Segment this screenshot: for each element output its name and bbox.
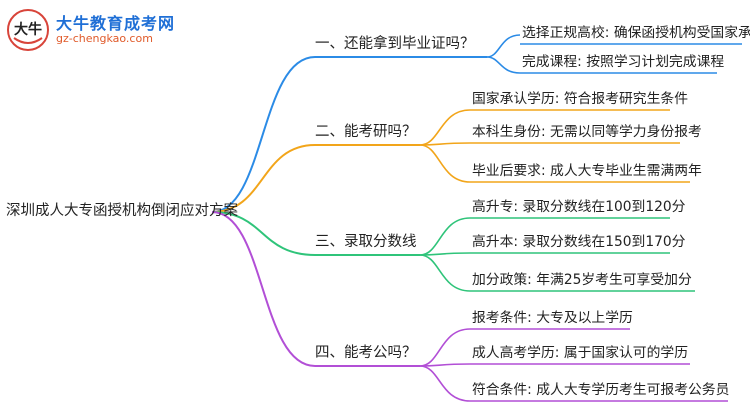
connector-b3-leaf1 — [419, 217, 471, 256]
branch-diploma: 一、还能拿到毕业证吗？ — [315, 36, 475, 52]
brand-url: gz-chengkao.com — [56, 32, 153, 45]
branch-civil-service: 四、能考公吗？ — [315, 345, 417, 361]
leaf-b3-3: 加分政策: 年满25岁考生可享受加分 — [472, 272, 692, 288]
leaf-b1-1: 选择正规高校: 确保函授机构受国家承认 — [522, 25, 750, 41]
leaf-b4-2: 成人高考学历: 属于国家认可的学历 — [472, 345, 688, 361]
connector-b1-leaf1 — [486, 34, 521, 58]
connector-b4-leaf3 — [419, 365, 471, 402]
brand-name: 大牛教育成考网 — [56, 14, 176, 33]
connector-root-b2 — [211, 144, 420, 213]
leaf-b2-1: 国家承认学历: 符合报考研究生条件 — [472, 91, 688, 107]
connector-b4-leaf1 — [419, 328, 471, 367]
brand-logo: 大牛 大牛教育成考网 gz-chengkao.com — [6, 6, 186, 52]
connector-root-b4 — [211, 211, 420, 367]
leaf-b3-1: 高升专: 录取分数线在100到120分 — [472, 199, 686, 215]
connector-b2-leaf3 — [419, 144, 471, 183]
branch-admission-score: 三、录取分数线 — [315, 234, 417, 250]
leaf-b2-2: 本科生身份: 无需以同等学力身份报考 — [472, 124, 702, 140]
leaf-b2-3: 毕业后要求: 成人大专毕业生需满两年 — [472, 163, 702, 179]
leaf-b4-3: 符合条件: 成人大专学历考生可报考公务员 — [472, 382, 730, 398]
leaf-b4-1: 报考条件: 大专及以上学历 — [472, 310, 633, 326]
root-topic: 深圳成人大专函授机构倒闭应对方案 — [6, 203, 238, 219]
leaf-b3-2: 高升本: 录取分数线在150到170分 — [472, 234, 686, 250]
branch-postgraduate: 二、能考研吗？ — [315, 124, 417, 140]
connector-b1-leaf2 — [486, 56, 521, 74]
logo-badge-icon: 大牛 — [7, 9, 49, 51]
connector-root-b3 — [211, 211, 420, 256]
connector-b2-leaf1 — [419, 109, 471, 146]
leaf-b1-2: 完成课程: 按照学习计划完成课程 — [522, 54, 725, 70]
connector-b3-leaf3 — [419, 254, 471, 292]
connector-root-b1 — [211, 56, 487, 213]
svg-text:大牛: 大牛 — [14, 21, 42, 38]
